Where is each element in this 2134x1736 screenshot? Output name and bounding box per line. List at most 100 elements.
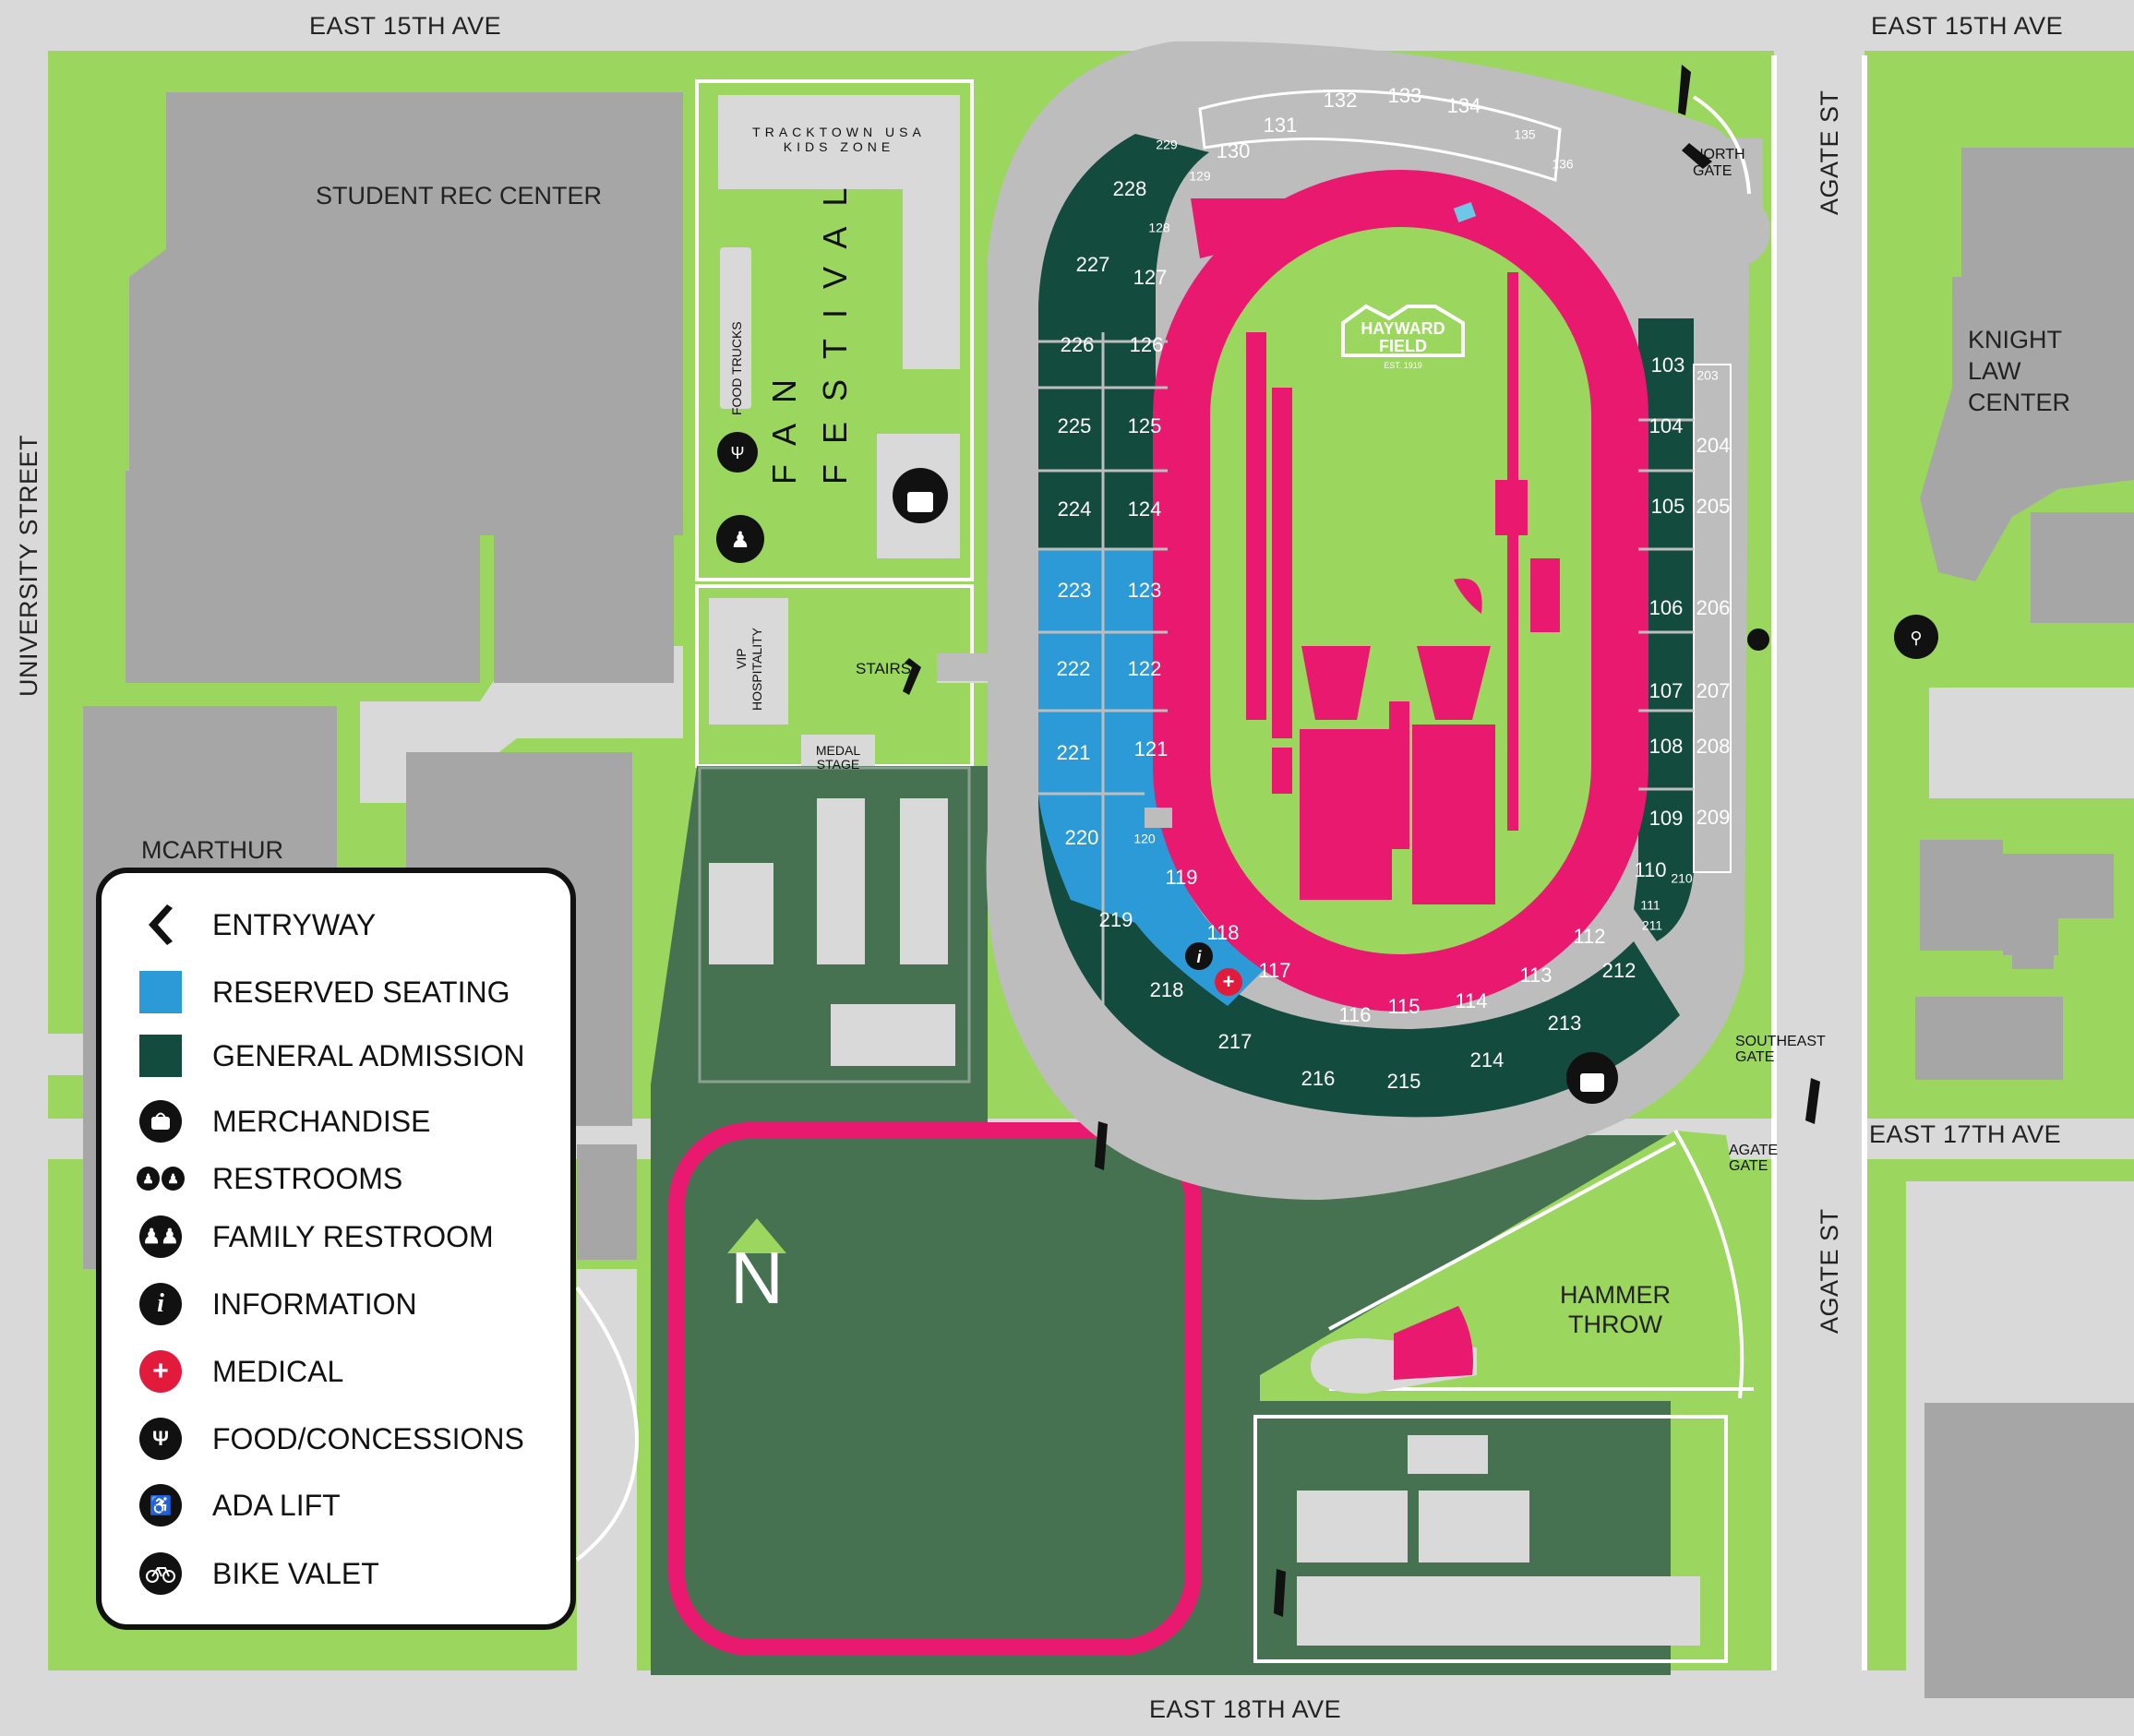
section-117[interactable]: 117 xyxy=(1258,959,1290,982)
section-108[interactable]: 108 xyxy=(1649,735,1684,758)
section-228[interactable]: 228 xyxy=(1113,177,1147,200)
stairs-label: STAIRS xyxy=(856,660,911,677)
section-134[interactable]: 134 xyxy=(1447,94,1481,117)
section-216[interactable]: 216 xyxy=(1301,1067,1336,1090)
section-205[interactable]: 205 xyxy=(1696,495,1731,518)
north-gate-label-1: NORTH xyxy=(1693,147,1745,162)
section-208[interactable]: 208 xyxy=(1696,735,1731,758)
section-207[interactable]: 207 xyxy=(1696,679,1731,702)
section-122[interactable]: 122 xyxy=(1128,657,1162,680)
general-admission-west xyxy=(1038,134,1680,1118)
section-121[interactable]: 121 xyxy=(1134,737,1169,760)
section-217[interactable]: 217 xyxy=(1218,1030,1253,1053)
street-east-15th-right: EAST 15TH AVE xyxy=(1871,12,2063,40)
section-105[interactable]: 105 xyxy=(1651,495,1685,518)
section-111[interactable]: 111 xyxy=(1640,898,1660,913)
legend-label: ADA LIFT xyxy=(212,1488,341,1522)
section-214[interactable]: 214 xyxy=(1470,1048,1505,1072)
svg-text:i: i xyxy=(1196,948,1202,966)
food-trucks-food-icon[interactable]: Ψ xyxy=(717,432,758,473)
section-203[interactable]: 203 xyxy=(1696,368,1719,383)
section-113[interactable]: 113 xyxy=(1519,964,1552,987)
section-109[interactable]: 109 xyxy=(1649,807,1684,830)
section-133[interactable]: 133 xyxy=(1388,84,1422,107)
merchandise-icon[interactable] xyxy=(893,468,948,523)
section-125[interactable]: 125 xyxy=(1128,414,1162,437)
ada-lift-icon[interactable] xyxy=(1747,629,1769,651)
section-119[interactable]: 119 xyxy=(1165,866,1197,889)
knight-law-label-1: KNIGHT xyxy=(1968,326,2062,353)
section-104[interactable]: 104 xyxy=(1649,414,1684,437)
section-129[interactable]: 129 xyxy=(1189,169,1211,184)
logo-text-top: HAYWARD xyxy=(1361,319,1445,338)
section-127[interactable]: 127 xyxy=(1133,266,1168,289)
section-220[interactable]: 220 xyxy=(1065,826,1099,849)
north-entry-icon xyxy=(1678,65,1691,115)
svg-text:♟: ♟ xyxy=(730,528,750,553)
section-211[interactable]: 211 xyxy=(1642,918,1663,933)
north-arrow-icon xyxy=(727,1218,786,1253)
logo-text-bottom: FIELD xyxy=(1379,337,1427,355)
section-209[interactable]: 209 xyxy=(1696,806,1731,829)
section-115[interactable]: 115 xyxy=(1387,995,1420,1018)
legend-food: Ψ FOOD/CONCESSIONS xyxy=(137,1415,524,1463)
section-128[interactable]: 128 xyxy=(1148,221,1170,235)
section-112[interactable]: 112 xyxy=(1573,925,1605,948)
southeast-gate-label-2: GATE xyxy=(1735,1049,1774,1065)
main-track xyxy=(1153,170,1648,1012)
family-restroom-icon[interactable]: ♟ xyxy=(716,515,764,563)
stadium-merchandise-icon[interactable] xyxy=(1566,1052,1618,1104)
restroom-icon: ♟♟ xyxy=(137,1155,185,1203)
information-icon[interactable]: i xyxy=(1185,942,1213,970)
section-225[interactable]: 225 xyxy=(1058,414,1092,437)
section-114[interactable]: 114 xyxy=(1455,989,1487,1012)
north-label: N xyxy=(730,1237,784,1319)
section-223[interactable]: 223 xyxy=(1058,579,1092,602)
section-135[interactable]: 135 xyxy=(1514,127,1536,142)
section-120[interactable]: 120 xyxy=(1133,832,1156,846)
street-east-18th: EAST 18TH AVE xyxy=(1149,1695,1341,1723)
bike-valet-icon[interactable]: ⚲ xyxy=(1894,615,1938,659)
street-agate-bottom: AGATE ST xyxy=(1816,1208,1843,1334)
reserved-swatch xyxy=(139,971,182,1013)
section-126[interactable]: 126 xyxy=(1130,333,1164,356)
section-130[interactable]: 130 xyxy=(1217,139,1251,162)
section-213[interactable]: 213 xyxy=(1548,1012,1582,1035)
section-204[interactable]: 204 xyxy=(1696,434,1731,457)
section-123[interactable]: 123 xyxy=(1128,579,1162,602)
legend-medical: + MEDICAL xyxy=(137,1347,343,1395)
section-222[interactable]: 222 xyxy=(1057,657,1091,680)
svg-text:Ψ: Ψ xyxy=(730,444,744,462)
bike-icon xyxy=(139,1552,182,1595)
hammer-throw-label-1: HAMMER xyxy=(1560,1281,1671,1309)
section-229[interactable]: 229 xyxy=(1156,138,1178,152)
section-106[interactable]: 106 xyxy=(1649,596,1684,619)
section-103[interactable]: 103 xyxy=(1651,353,1685,377)
section-110[interactable]: 110 xyxy=(1634,858,1666,881)
section-107[interactable]: 107 xyxy=(1649,679,1684,702)
section-118[interactable]: 118 xyxy=(1206,921,1239,944)
section-206[interactable]: 206 xyxy=(1696,596,1731,619)
vip-hospitality xyxy=(709,598,788,724)
section-124[interactable]: 124 xyxy=(1128,497,1162,521)
section-210[interactable]: 210 xyxy=(1671,871,1693,886)
section-215[interactable]: 215 xyxy=(1387,1070,1421,1093)
medical-icon[interactable]: + xyxy=(1215,968,1242,996)
legend-reserved: RESERVED SEATING xyxy=(137,968,510,1016)
medal-stage-label-1: MEDAL xyxy=(816,743,860,758)
section-116[interactable]: 116 xyxy=(1338,1003,1371,1026)
hammer-throw-sector xyxy=(1394,1306,1473,1380)
section-136[interactable]: 136 xyxy=(1552,157,1574,172)
section-212[interactable]: 212 xyxy=(1602,959,1636,982)
section-218[interactable]: 218 xyxy=(1150,978,1184,1001)
section-224[interactable]: 224 xyxy=(1058,497,1092,521)
section-131[interactable]: 131 xyxy=(1264,114,1298,137)
section-219[interactable]: 219 xyxy=(1099,908,1133,931)
section-227[interactable]: 227 xyxy=(1076,253,1110,276)
section-221[interactable]: 221 xyxy=(1057,741,1091,764)
family-restroom-icon: ♟♟ xyxy=(139,1215,182,1258)
section-226[interactable]: 226 xyxy=(1061,333,1095,356)
legend-restrooms: ♟♟ RESTROOMS xyxy=(137,1155,402,1203)
section-132[interactable]: 132 xyxy=(1324,89,1358,112)
